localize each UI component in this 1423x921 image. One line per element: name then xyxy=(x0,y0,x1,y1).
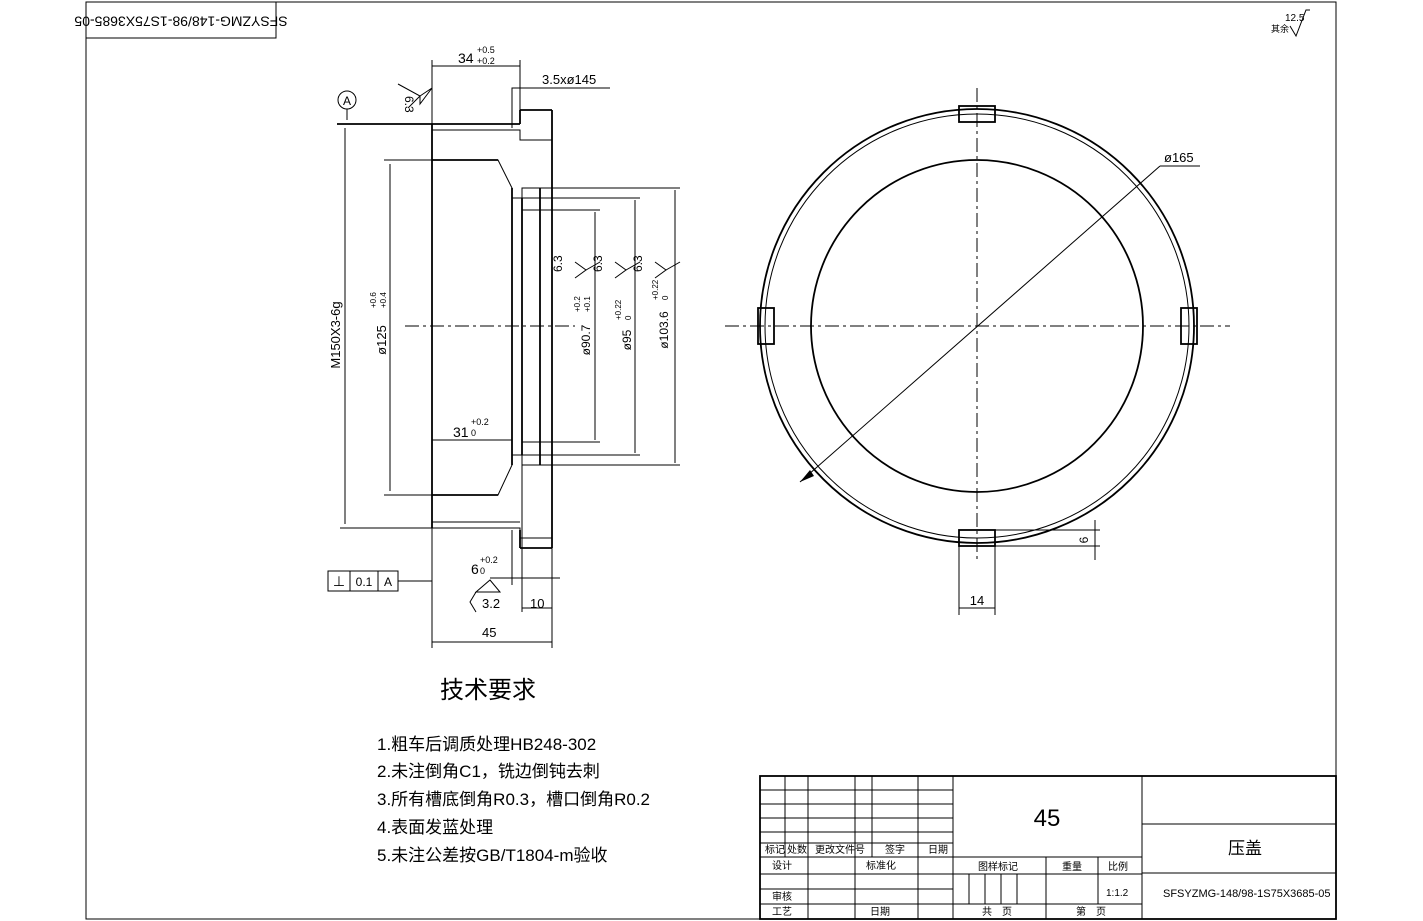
title-sheet-number: 第 页 xyxy=(1076,905,1106,918)
title-block: 标记 处数 更改文件号 签字 日期 设计 标准化 审核 工艺 日期 45 图样标… xyxy=(759,775,1337,920)
title-label-process: 工艺 xyxy=(772,906,792,918)
section-hatch-bottom xyxy=(431,454,553,539)
gdt-datum: A xyxy=(384,575,392,589)
dim-d103-6-tol-lower: 0 xyxy=(661,295,670,300)
slot-left xyxy=(757,307,775,345)
gdt-perpendicularity-symbol: ⊥ xyxy=(333,573,345,589)
roughness-left-symbol: 6.3 xyxy=(397,83,433,113)
dim-d90-7-tol-upper: +0.2 xyxy=(573,296,582,312)
dim-flange: 10 xyxy=(530,596,544,611)
dim-d103-6: ø103.6 xyxy=(657,311,671,349)
dim-d95: ø95 xyxy=(620,329,634,350)
roughness-r3-symbol: 6.3 xyxy=(631,255,681,279)
dim-d95-tol-upper: +0.22 xyxy=(614,299,623,320)
roughness-bottom-value: 3.2 xyxy=(482,596,500,611)
dim-slot-width: 14 xyxy=(970,593,984,608)
roughness-r1-symbol: 6.3 xyxy=(551,255,601,279)
tech-requirement-5: 5.未注公差按GB/T1804-m验收 xyxy=(377,846,608,865)
slot-top xyxy=(958,105,996,123)
dim-top-width: 34 xyxy=(458,50,474,66)
slot-right xyxy=(1180,307,1198,345)
roughness-r2-symbol: 6.3 xyxy=(591,255,641,279)
title-drawing-number: SFSYZMG-148/98-1S75X3685-05 xyxy=(1163,888,1331,900)
roughness-left-value: 6.3 xyxy=(402,96,416,113)
title-label-count: 处数 xyxy=(787,843,807,856)
dim-top-width-tol-lower: +0.2 xyxy=(477,56,495,66)
gdt-value: 0.1 xyxy=(356,575,373,589)
dim-d90-7: ø90.7 xyxy=(579,324,593,355)
general-roughness-label: 其余 xyxy=(1271,23,1289,34)
title-label-scale: 比例 xyxy=(1108,860,1128,873)
dim-d95-tol-lower: 0 xyxy=(624,315,633,320)
title-label-stage-mark: 图样标记 xyxy=(978,860,1018,873)
title-scale-value: 1:1.2 xyxy=(1106,888,1129,899)
dim-d103-6-tol-upper: +0.22 xyxy=(651,279,660,300)
dim-groove-tol-upper: +0.2 xyxy=(480,555,498,565)
dim-thread: M150X3-6g xyxy=(328,301,343,368)
datum-a-label: A xyxy=(343,94,351,108)
gdt-frame: ⊥ 0.1 A xyxy=(327,570,432,592)
title-label-change-doc: 更改文件号 xyxy=(815,843,865,856)
section-hatch-top xyxy=(431,129,553,199)
dim-groove-tol-lower: 0 xyxy=(480,566,485,576)
title-label-standardization: 标准化 xyxy=(866,859,896,872)
roughness-r3-value: 6.3 xyxy=(631,255,645,272)
tech-requirement-1: 1.粗车后调质处理HB248-302 xyxy=(377,735,596,754)
dim-slot-depth: 6 xyxy=(1077,536,1091,543)
title-label-mark: 标记 xyxy=(765,844,785,856)
dim-groove: 6 xyxy=(471,561,479,577)
dim-bore-125-tol-lower: +0.4 xyxy=(379,292,388,308)
title-material: 45 xyxy=(1034,805,1061,832)
dim-inner-depth: 31 xyxy=(453,424,469,440)
general-roughness-symbol: 其余 12.5 xyxy=(1271,9,1310,38)
roughness-bottom-symbol: 3.2 xyxy=(469,579,502,613)
corner-code-text: SFSYZMG-148/98-1S75X3685-05 xyxy=(74,13,287,29)
roughness-r2-value: 6.3 xyxy=(591,255,605,272)
tech-requirements-title: 技术要求 xyxy=(440,677,536,704)
tech-requirement-2: 2.未注倒角C1，铣边倒钝去刺 xyxy=(377,762,600,781)
dim-chamfer: 3.5xø145 xyxy=(542,72,596,87)
title-part-name: 压盖 xyxy=(1228,839,1262,858)
dim-top-width-tol-upper: +0.5 xyxy=(477,45,495,55)
title-label-signature: 签字 xyxy=(885,843,905,856)
tech-requirements: 技术要求 1.粗车后调质处理HB248-302 2.未注倒角C1，铣边倒钝去刺 … xyxy=(377,677,650,865)
general-roughness-value: 12.5 xyxy=(1285,13,1305,24)
dim-inner-depth-tol-lower: 0 xyxy=(471,428,476,438)
datum-a-marker: A xyxy=(337,90,432,125)
dim-d90-7-tol-lower: +0.1 xyxy=(583,296,592,312)
drawing-frame xyxy=(85,1,1337,920)
title-label-checker: 审核 xyxy=(772,890,792,903)
dim-bore-125-tol-upper: +0.6 xyxy=(369,292,378,308)
title-label-approval-date: 日期 xyxy=(870,906,890,918)
dim-inner-depth-tol-upper: +0.2 xyxy=(471,417,489,427)
slot-bottom xyxy=(958,529,996,547)
front-view: ø165 6 14 xyxy=(725,88,1230,615)
title-label-designer: 设计 xyxy=(772,859,792,872)
dim-outer-diameter: ø165 xyxy=(1164,150,1194,165)
title-label-weight: 重量 xyxy=(1062,860,1082,873)
tech-requirement-3: 3.所有槽底倒角R0.3，槽口倒角R0.2 xyxy=(377,790,650,809)
corner-code-box: SFSYZMG-148/98-1S75X3685-05 xyxy=(74,1,288,39)
section-view: 34 +0.5 +0.2 3.5xø145 A 6.3 M150X3-6g xyxy=(327,45,681,648)
tech-requirement-4: 4.表面发蓝处理 xyxy=(377,818,493,837)
title-total-sheets: 共 页 xyxy=(982,906,1012,918)
dim-total: 45 xyxy=(482,625,496,640)
roughness-r1-value: 6.3 xyxy=(551,255,565,272)
title-label-date: 日期 xyxy=(928,844,948,856)
dim-bore-125: ø125 xyxy=(374,325,389,355)
